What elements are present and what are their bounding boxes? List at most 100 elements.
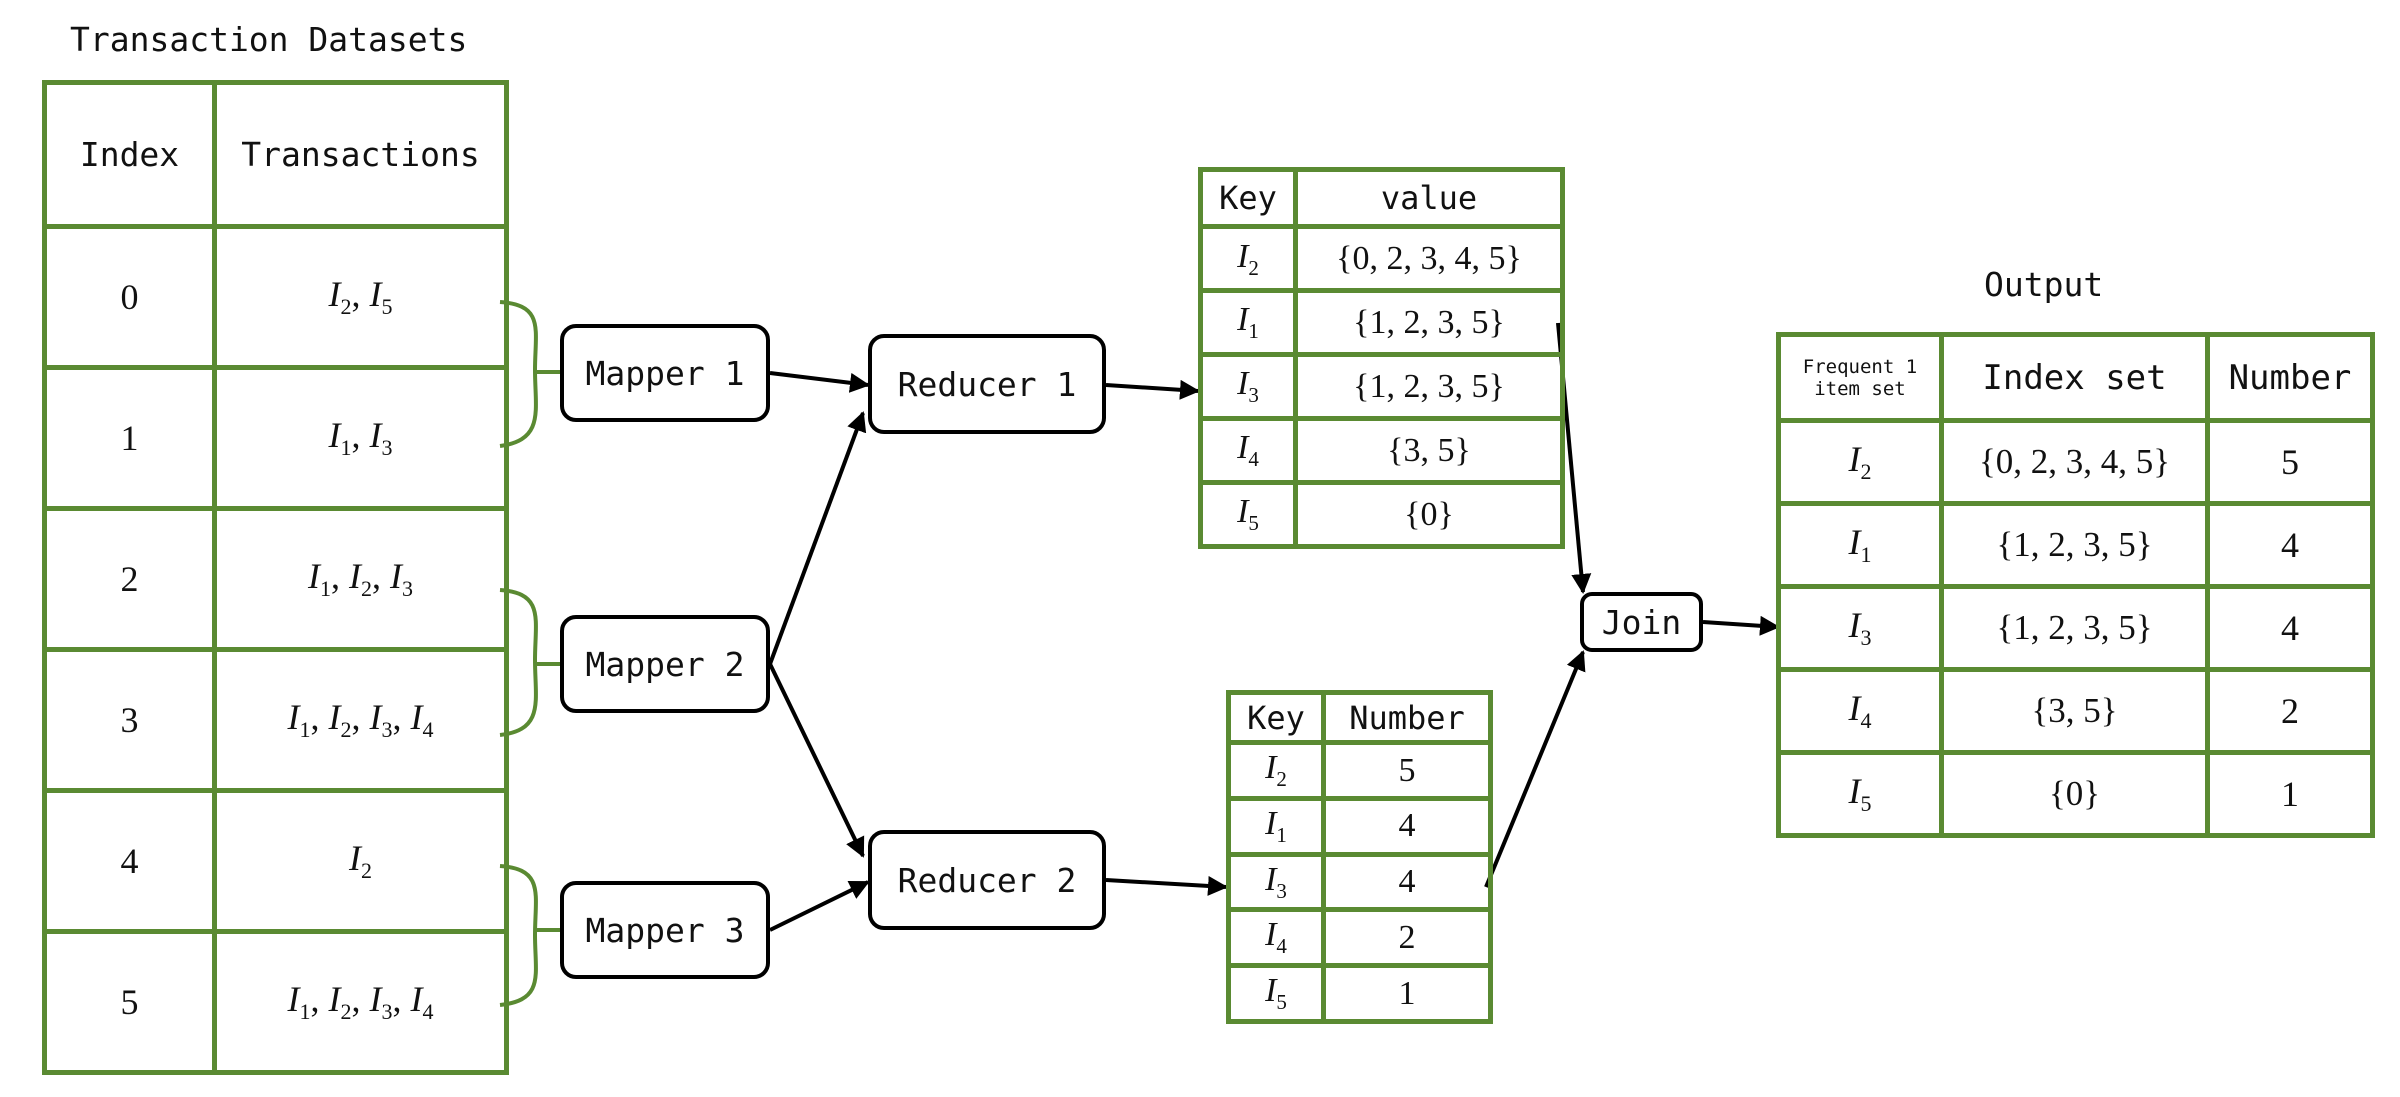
item-separator: , <box>372 556 390 597</box>
item-subscript: 1 <box>299 999 311 1025</box>
item-separator: , <box>310 697 329 738</box>
output-index-set: {0} <box>1939 750 2210 838</box>
out-header-itemset: Frequent 1 item set <box>1776 332 1944 423</box>
item-letter: I <box>1848 771 1861 812</box>
item-symbol: I2 <box>1265 749 1287 791</box>
item-letter: I <box>328 274 341 315</box>
item-separator: , <box>351 274 370 315</box>
item-letter: I <box>1265 860 1277 898</box>
item-letter: I <box>287 979 300 1020</box>
transaction-index: 1 <box>42 365 217 511</box>
output-row: I1{1, 2, 3, 5}4 <box>1776 501 2375 589</box>
item-symbol: I3 <box>390 556 413 601</box>
output-row: I3{1, 2, 3, 5}4 <box>1776 584 2375 672</box>
arrow-mapper1-reducer1 <box>769 371 870 393</box>
item-symbol: I1 <box>329 415 352 460</box>
item-subscript: 2 <box>1860 459 1872 485</box>
item-letter: I <box>1265 804 1277 842</box>
item-symbol: I3 <box>370 979 393 1024</box>
reducer1-row: I1 {1, 2, 3, 5} <box>1198 288 1565 358</box>
arrow-mapper2-reducer1 <box>768 411 867 665</box>
output-title: Output <box>1984 265 2104 304</box>
item-subscript: 4 <box>1248 447 1259 471</box>
mapper-3-node: Mapper 3 <box>560 881 770 979</box>
reducer2-number: 4 <box>1321 851 1493 913</box>
arrow-join-output <box>1702 615 1780 636</box>
item-subscript: 5 <box>1860 791 1872 817</box>
item-subscript: 3 <box>402 576 413 602</box>
reducer1-value: {1, 2, 3, 5} <box>1293 288 1565 358</box>
item-symbol: I4 <box>1849 688 1872 733</box>
output-index-set: {1, 2, 3, 5} <box>1939 501 2210 589</box>
item-subscript: 2 <box>1276 766 1287 791</box>
arrow-mapper3-reducer2 <box>769 880 870 932</box>
item-letter: I <box>1237 365 1249 403</box>
item-subscript: 2 <box>340 294 352 320</box>
item-subscript: 1 <box>299 717 311 743</box>
reducer2-key: I3 <box>1226 851 1326 913</box>
out-header-number: Number <box>2205 332 2375 423</box>
output-number: 4 <box>2205 584 2375 672</box>
item-symbol: I1 <box>1237 301 1259 343</box>
transaction-index: 5 <box>42 929 217 1075</box>
item-subscript: 3 <box>381 999 393 1025</box>
transaction-items: I2, I 5 <box>212 224 509 370</box>
reducer2-number: 5 <box>1321 740 1493 801</box>
item-subscript: 5 <box>381 294 393 320</box>
item-symbol: I1 <box>287 979 311 1024</box>
reducer1-row: I4{3, 5} <box>1198 416 1565 486</box>
item-symbol: I5 <box>1265 972 1287 1014</box>
item-subscript: 4 <box>1860 708 1872 734</box>
output-row: I5 {0}1 <box>1776 750 2375 838</box>
item-symbol: I2 <box>1849 439 1872 484</box>
reducer1-row: I5{0} <box>1198 480 1565 549</box>
output-table: Frequent 1 item set Index set Number I2{… <box>1776 332 2375 838</box>
item-symbol: I4 <box>411 697 434 742</box>
output-index-set: {1, 2, 3, 5} <box>1939 584 2210 672</box>
transactions-title: Transaction Datasets <box>70 20 468 59</box>
item-letter: I <box>349 556 361 597</box>
output-itemset: I1 <box>1776 501 1944 589</box>
reducer2-number: 1 <box>1321 963 1493 1024</box>
reducer2-key: I5 <box>1226 963 1326 1024</box>
tx-header-index: Index <box>42 80 217 229</box>
item-subscript: 2 <box>361 858 372 884</box>
transaction-index: 3 <box>42 647 217 793</box>
item-letter: I <box>328 697 341 738</box>
item-symbol: I3 <box>369 697 393 742</box>
mapper-2-node: Mapper 2 <box>560 615 770 713</box>
output-row: I2 {0, 2, 3, 4, 5}5 <box>1776 418 2375 506</box>
output-index-set: {0, 2, 3, 4, 5} <box>1939 418 2210 506</box>
output-number: 5 <box>2205 418 2375 506</box>
item-separator: , <box>351 697 370 738</box>
output-itemset: I3 <box>1776 584 1944 672</box>
item-letter: I <box>1265 749 1277 787</box>
reducer1-key: I3 <box>1198 352 1298 422</box>
mapper-1-node: Mapper 1 <box>560 324 770 422</box>
item-subscript: 3 <box>1860 625 1872 651</box>
reducer-2-node: Reducer 2 <box>868 830 1106 930</box>
item-letter: I <box>1237 301 1249 339</box>
r1-header-value: value <box>1293 166 1565 230</box>
item-symbol: I2 <box>328 697 352 742</box>
item-letter: I <box>1848 605 1861 646</box>
item-separator: , <box>392 979 411 1020</box>
item-subscript: 4 <box>422 999 434 1025</box>
item-letter: I <box>308 556 320 597</box>
output-number: 1 <box>2205 750 2375 838</box>
item-symbol: I3 <box>1237 365 1259 407</box>
item-subscript: 3 <box>381 717 393 743</box>
item-letter: I <box>369 697 382 738</box>
item-separator: , <box>351 979 370 1020</box>
bracket-mapper-3 <box>499 864 538 1007</box>
item-symbol: I3 <box>1265 860 1287 903</box>
reducer2-row: I2 5 <box>1226 740 1493 801</box>
item-symbol: I2 <box>328 274 352 319</box>
item-symbol: I5 <box>1237 493 1259 535</box>
item-letter: I <box>1237 429 1249 467</box>
